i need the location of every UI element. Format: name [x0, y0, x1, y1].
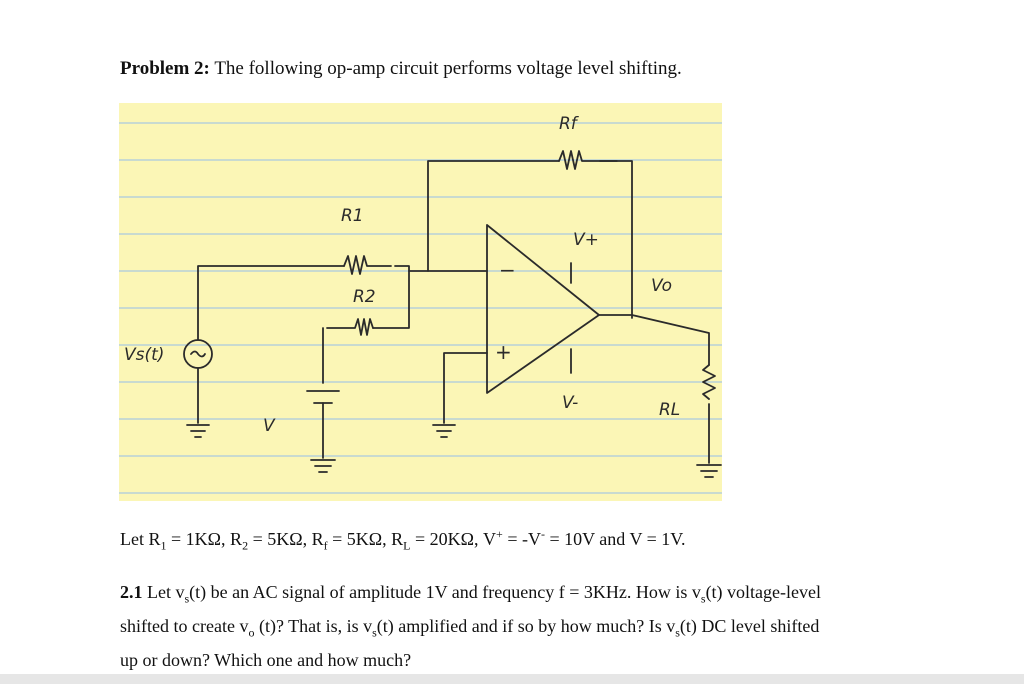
- label-v: V: [263, 416, 276, 436]
- bottom-scroll-edge: [0, 674, 1024, 684]
- r1-resistor: [343, 255, 392, 275]
- label-vminus: V-: [562, 393, 578, 413]
- problem-label: Problem 2:: [120, 58, 210, 79]
- label-r2: R2: [353, 287, 376, 307]
- label-minus: −: [499, 258, 516, 282]
- question-line-2: shifted to create vo (t)? That is, is vs…: [120, 616, 820, 640]
- label-vplus: V+: [573, 230, 599, 250]
- ac-tilde: [190, 350, 206, 358]
- r2-resistor: [326, 318, 374, 336]
- circuit-diagram: Rf R1 R2 V+ V- Vo RL Vs(t) V − +: [119, 103, 722, 501]
- problem-description: The following op-amp circuit performs vo…: [214, 58, 682, 79]
- rf-resistor: [558, 150, 618, 170]
- diagram-labels: Rf R1 R2 V+ V- Vo RL Vs(t) V − +: [124, 114, 680, 436]
- given-values: Let R1 = 1KΩ, R2 = 5KΩ, Rf = 5KΩ, RL = 2…: [120, 527, 686, 553]
- question-line-3: up or down? Which one and how much?: [120, 650, 412, 670]
- label-vs: Vs(t): [124, 345, 164, 365]
- label-rf: Rf: [559, 114, 580, 134]
- label-rl: RL: [659, 400, 680, 420]
- rl-resistor: [702, 364, 716, 400]
- label-plus: +: [495, 340, 512, 364]
- question-2-1: 2.1 Let vs(t) be an AC signal of amplitu…: [120, 575, 920, 677]
- label-r1: R1: [341, 206, 364, 226]
- circuit-wires: [183, 150, 722, 478]
- label-vo: Vo: [651, 276, 672, 296]
- question-line-1: 2.1 Let vs(t) be an AC signal of amplitu…: [120, 582, 822, 606]
- problem-title: Problem 2: The following op-amp circuit …: [120, 58, 682, 80]
- opamp-triangle: [486, 224, 600, 394]
- circuit-svg: Rf R1 R2 V+ V- Vo RL Vs(t) V − +: [119, 114, 722, 494]
